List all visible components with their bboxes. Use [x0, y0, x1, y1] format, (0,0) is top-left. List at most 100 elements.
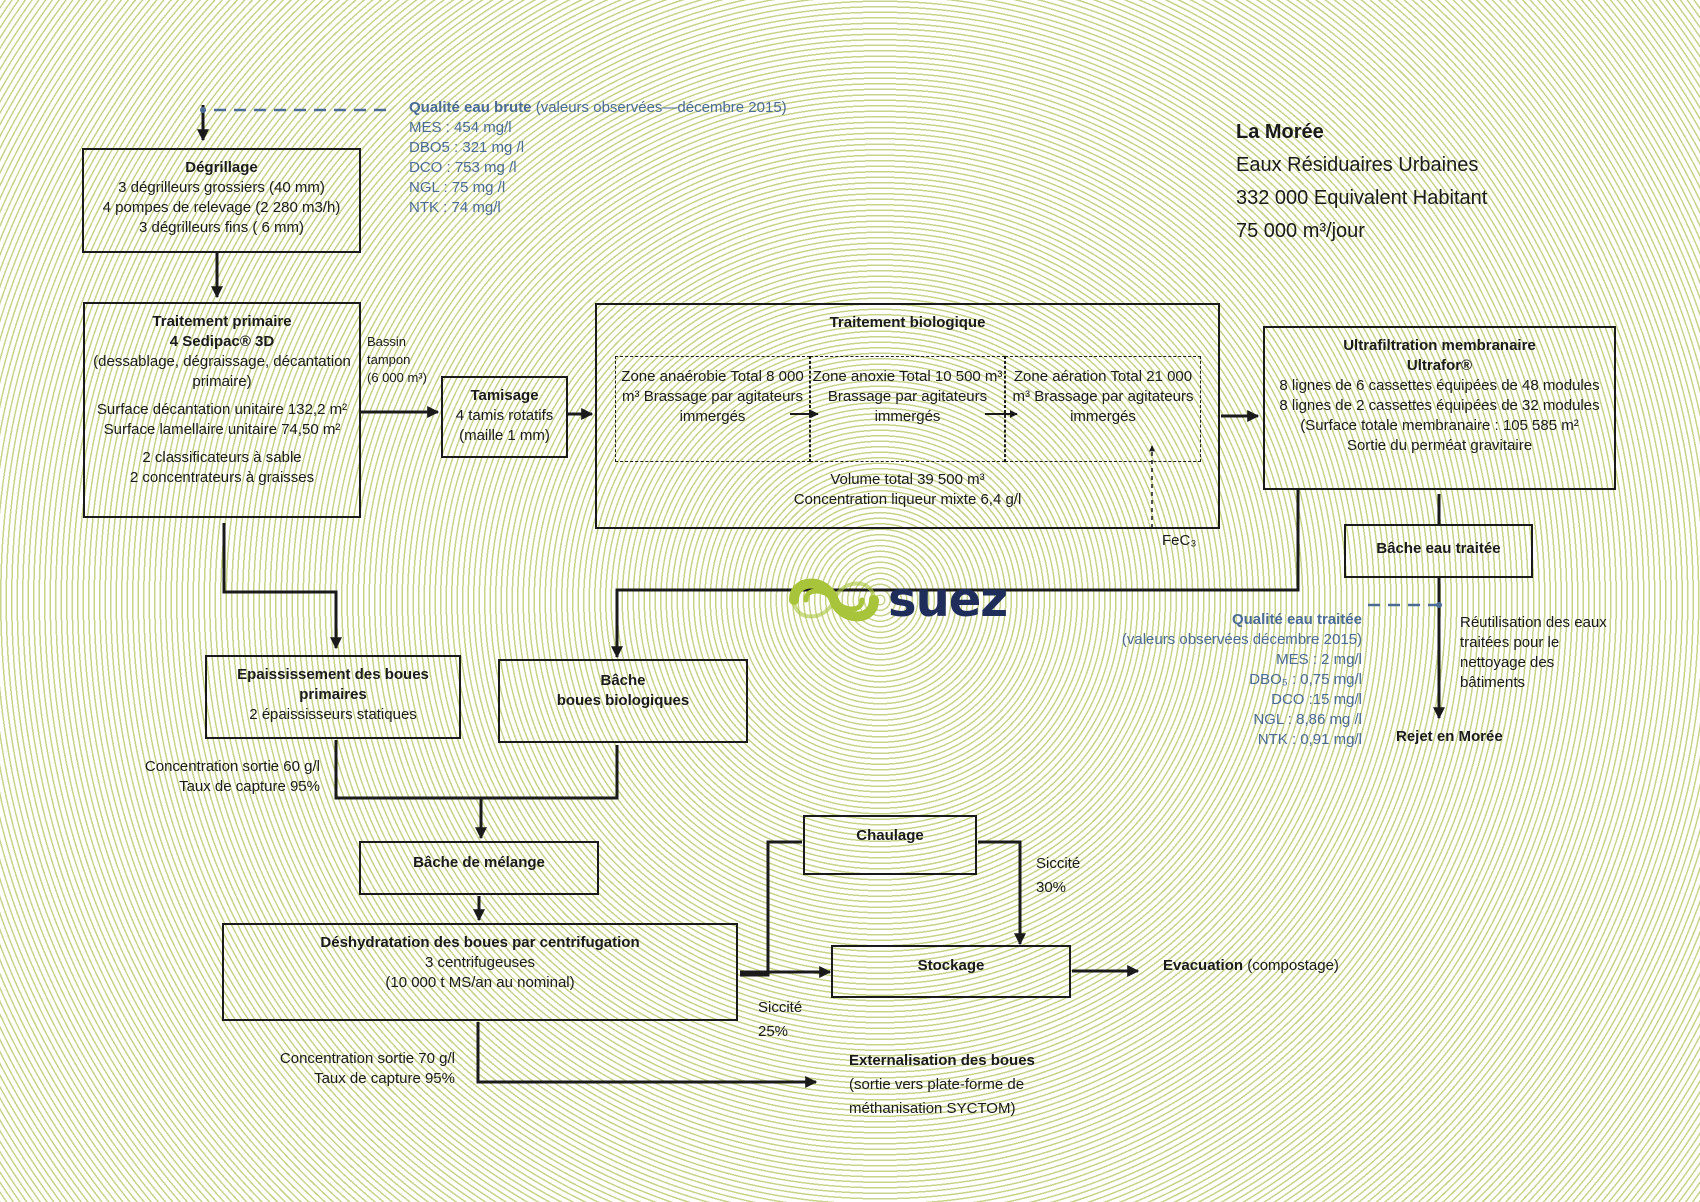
siccite-30: Siccité 30%	[1036, 852, 1080, 900]
primary-title: Traitement primaire	[152, 313, 292, 330]
bio-total-volume: Volume total 39 500 m³	[830, 471, 985, 488]
deshy-output-line: Taux de capture 95%	[314, 1070, 455, 1087]
reuse-note: Réutilisation des eaux traitées pour le …	[1460, 613, 1607, 693]
primary-surface: Surface décantation unitaire 132,2 m²	[96, 401, 348, 418]
bassin-line: (6 000 m³)	[367, 370, 427, 385]
treated-quality-line: NTK : 0,91 mg/l	[1257, 731, 1362, 748]
epaississement-line: 2 épaississeurs statiques	[249, 706, 417, 723]
externalisation-line: (sortie vers plate-forme de	[849, 1076, 1025, 1093]
externalisation-line: méthanisation SYCTOM)	[849, 1100, 1016, 1117]
treated-quality-title: Qualité eau traitée	[1231, 611, 1362, 628]
zone-mixing: immergés	[1070, 408, 1136, 425]
zone-volume: Total 21 000 m³	[1012, 368, 1193, 405]
raw-quality-note: (valeurs observées—décembre 2015)	[535, 99, 787, 116]
raw-quality-line: NTK : 74 mg/l	[409, 199, 501, 216]
bassin-line: Bassin	[367, 334, 407, 349]
deshy-title: Déshydratation des boues par centrifugat…	[320, 934, 640, 951]
siccite-25: Siccité 25%	[758, 996, 802, 1044]
site-info: La Morée Eaux Résiduaires Urbaines 332 0…	[1236, 116, 1487, 248]
primary-desc: primaire)	[192, 373, 252, 390]
zone-title: Zone aération	[1013, 368, 1107, 385]
treated-quality-line: DCO :15 mg/l	[1271, 691, 1362, 708]
bache-bio-title: Bâche	[600, 672, 646, 689]
bache-bio-title: boues biologiques	[556, 692, 690, 709]
uf-title: Ultrafiltration membranaire	[1343, 337, 1536, 354]
siccite-label: Siccité	[1036, 855, 1081, 872]
reuse-line: nettoyage des	[1460, 654, 1555, 671]
degrillage-box: Dégrillage 3 dégrilleurs grossiers (40 m…	[82, 148, 361, 253]
tamisage-box: Tamisage 4 tamis rotatifs (maille 1 mm)	[441, 376, 568, 458]
treated-quality-line: NGL : 8,86 mg /l	[1253, 711, 1362, 728]
raw-quality-title: Qualité eau brute	[409, 99, 532, 116]
raw-quality-line: DBO5 : 321 mg /l	[409, 139, 525, 156]
zone-mixing: immergés	[679, 408, 746, 425]
zone-mixing: Brassage par agitateurs	[1034, 388, 1194, 405]
primary-desc: (dessablage, dégraissage, décantation	[93, 353, 351, 370]
epaississement-output-line: Concentration sortie 60 g/l	[144, 758, 320, 775]
uf-line: (Surface totale membranaire : 105 585 m²	[1300, 417, 1579, 434]
uf-line: Sortie du perméat gravitaire	[1346, 437, 1533, 454]
stockage-title: Stockage	[917, 957, 985, 974]
biological-treatment-box: Traitement biologique	[595, 303, 1220, 529]
deshy-output-line: Concentration sortie 70 g/l	[279, 1050, 455, 1067]
bache-melange-title: Bâche de mélange	[413, 854, 545, 871]
epaississement-title: primaires	[299, 686, 367, 703]
deshy-line: (10 000 t MS/an au nominal)	[385, 974, 575, 991]
siccite-value: 30%	[1036, 879, 1067, 896]
treated-quality-line: DBO₅ : 0,75 mg/l	[1249, 671, 1362, 688]
treated-quality-line: MES : 2 mg/l	[1276, 651, 1362, 668]
suez-logo: suez	[784, 570, 1008, 630]
degrillage-line: 4 pompes de relevage (2 280 m3/h)	[102, 199, 341, 216]
degrillage-title: Dégrillage	[185, 159, 258, 176]
epaississement-box: Epaississement des boues primaires 2 épa…	[205, 655, 461, 739]
zone-anoxie: Zone anoxie Total 10 500 m³ Brassage par…	[810, 356, 1005, 462]
zone-title: Zone anoxie	[812, 368, 896, 385]
stockage-box: Stockage	[831, 945, 1071, 998]
raw-quality-line: MES : 454 mg/l	[409, 119, 512, 136]
primary-subtitle: 4 Sedipac® 3D	[169, 333, 275, 350]
reuse-line: traitées pour le	[1460, 634, 1560, 651]
bio-concentration: Concentration liqueur mixte 6,4 g/l	[793, 491, 1022, 508]
rejet-label: Rejet en Morée	[1396, 728, 1503, 745]
deshy-output: Concentration sortie 70 g/l Taux de capt…	[235, 1049, 455, 1089]
site-flow: 75 000 m³/jour	[1236, 220, 1365, 242]
tamisage-line: 4 tamis rotatifs	[455, 407, 554, 424]
ultrafiltration-box: Ultrafiltration membranaire Ultrafor® 8 …	[1263, 326, 1616, 490]
fecl3-label: FeC₃	[1162, 532, 1197, 549]
bache-boues-bio-box: Bâche boues biologiques	[498, 659, 748, 743]
bache-melange-box: Bâche de mélange	[359, 841, 599, 895]
evacuation-label: Evacuation (compostage)	[1163, 956, 1339, 976]
externalisation-label: Externalisation des boues (sortie vers p…	[849, 1049, 1035, 1121]
zone-volume: Total 8 000 m³	[622, 368, 804, 405]
bio-title: Traitement biologique	[829, 314, 986, 331]
tamisage-title: Tamisage	[470, 387, 539, 404]
suez-logo-text: suez	[888, 572, 1008, 628]
raw-quality-line: NGL : 75 mg /l	[409, 179, 506, 196]
zone-volume: Total 10 500 m³	[899, 368, 1003, 385]
degrillage-line: 3 dégrilleurs grossiers (40 mm)	[118, 179, 325, 196]
zone-mixing: Brassage par agitateurs	[643, 388, 803, 405]
siccite-value: 25%	[758, 1023, 789, 1040]
uf-subtitle: Ultrafor®	[1406, 357, 1473, 374]
bassin-line: tampon	[367, 352, 411, 367]
bassin-tampon: Bassin tampon (6 000 m³)	[367, 333, 427, 387]
uf-line: 8 lignes de 2 cassettes équipées de 32 m…	[1279, 397, 1600, 414]
evacuation-title: Evacuation	[1163, 957, 1244, 974]
zone-mixing: immergés	[874, 408, 941, 425]
epaississement-title: Epaississement des boues	[237, 666, 429, 683]
uf-line: 8 lignes de 6 cassettes équipées de 48 m…	[1279, 377, 1600, 394]
site-type: Eaux Résiduaires Urbaines	[1236, 154, 1479, 176]
treated-quality: Qualité eau traitée (valeurs observées d…	[1090, 610, 1362, 750]
epaississement-output-line: Taux de capture 95%	[179, 778, 320, 795]
arrow-uf-bache-bio	[611, 490, 1300, 659]
primary-treatment-box: Traitement primaire 4 Sedipac® 3D (dessa…	[83, 302, 361, 518]
primary-equipment: 2 classificateurs à sable	[142, 449, 302, 466]
zone-title: Zone anaérobie	[621, 368, 727, 385]
primary-surface: Surface lamellaire unitaire 74,50 m²	[103, 421, 341, 438]
evacuation-note: (compostage)	[1243, 957, 1339, 974]
zone-aeration: Zone aération Total 21 000 m³ Brassage p…	[1005, 356, 1201, 462]
arrow-deshy-external	[476, 1022, 818, 1088]
arrow-chaulage-stockage	[978, 840, 1026, 946]
raw-quality: Qualité eau brute (valeurs observées—déc…	[409, 98, 787, 218]
